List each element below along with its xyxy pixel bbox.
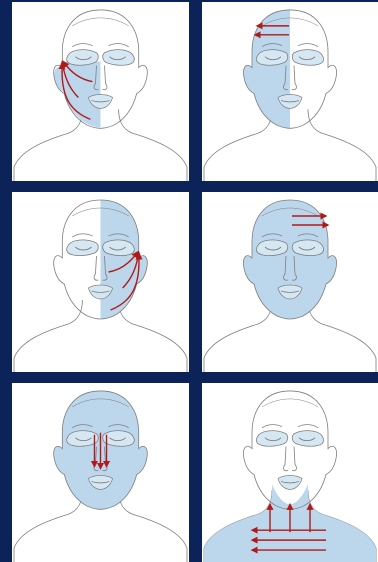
panel-4 — [202, 192, 378, 372]
panel-6 — [202, 383, 378, 562]
panel-1 — [12, 2, 189, 181]
face-illustration — [202, 2, 378, 181]
face-illustration — [12, 383, 189, 562]
face-illustration — [12, 192, 189, 372]
panel-5 — [12, 383, 189, 562]
panel-3 — [12, 192, 189, 372]
face-illustration — [202, 383, 378, 562]
panel-2 — [202, 2, 378, 181]
face-illustration — [202, 192, 378, 372]
face-illustration — [12, 2, 189, 181]
